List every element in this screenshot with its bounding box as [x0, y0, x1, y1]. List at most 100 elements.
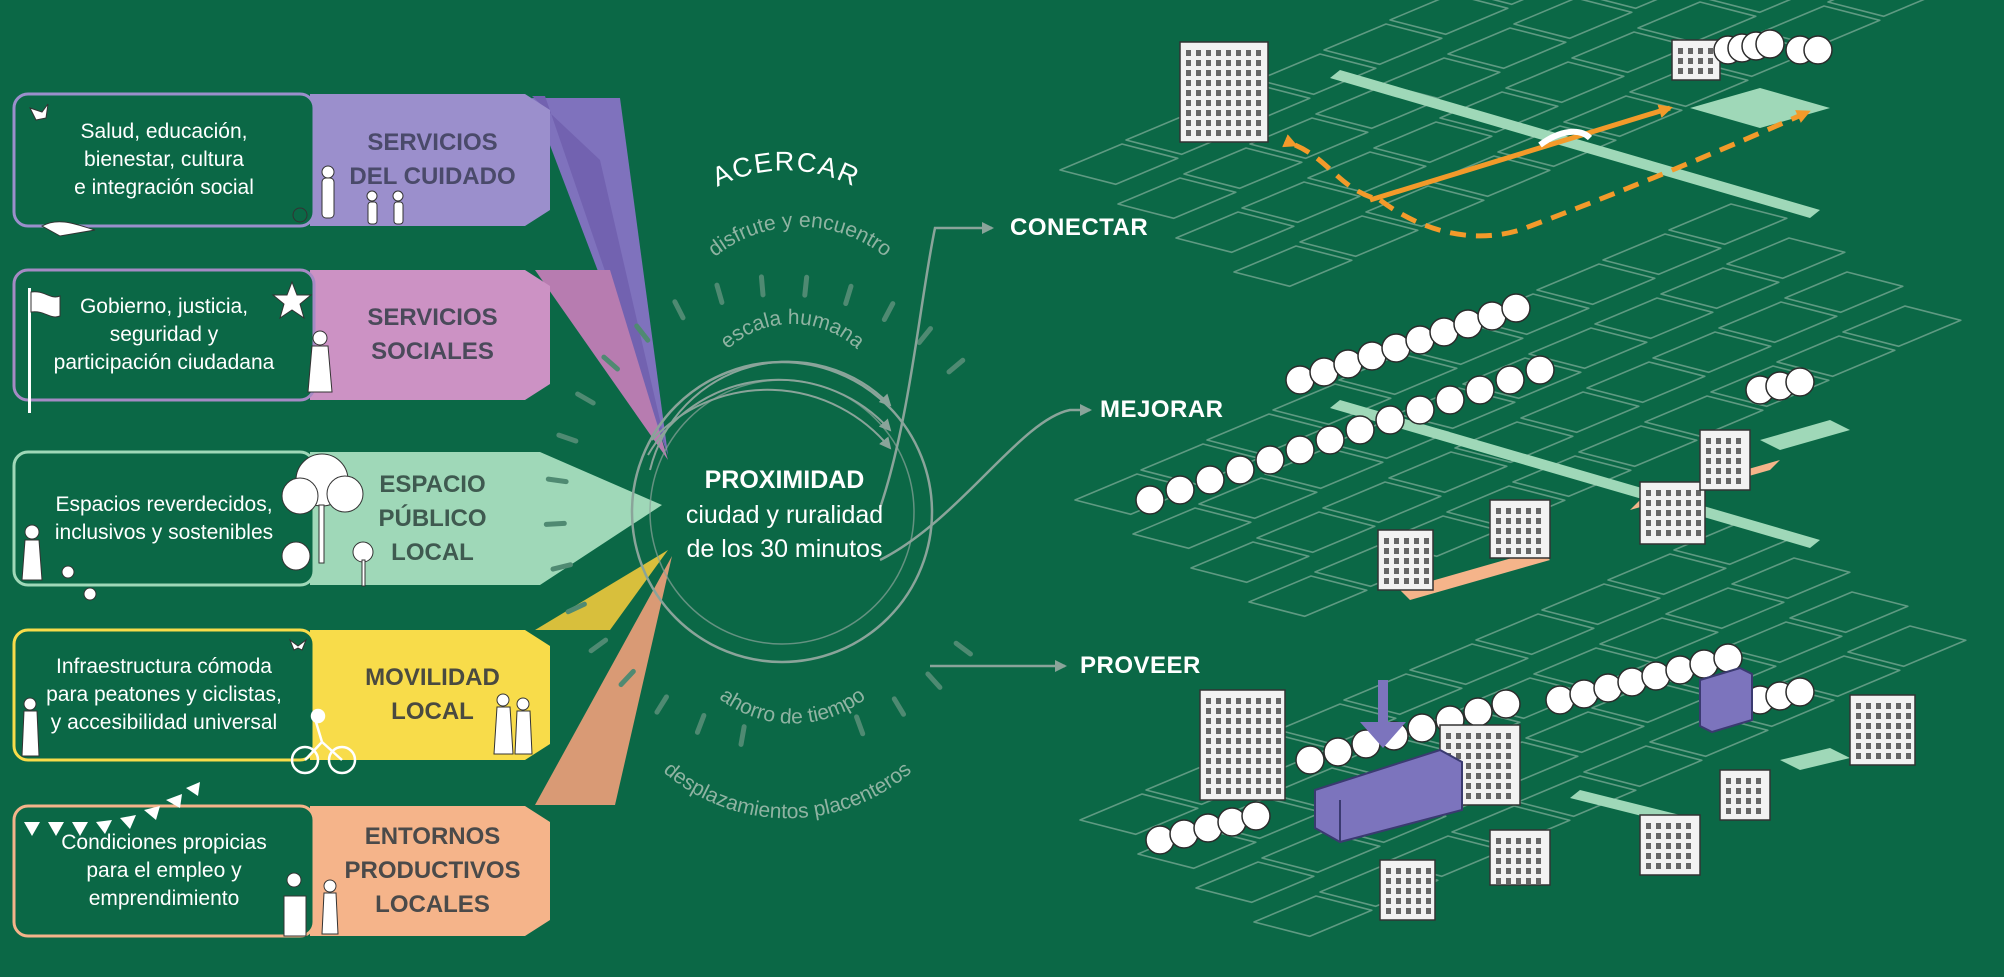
- city-block: [1373, 121, 1493, 164]
- city-block: [1789, 591, 1909, 634]
- tree: [1225, 455, 1255, 485]
- city-block: [1594, 297, 1714, 340]
- city-block: [1233, 245, 1353, 288]
- card-description-espacio: Espacios reverdecidos, inclusivos y sost…: [54, 492, 274, 544]
- city-block: [1847, 625, 1967, 668]
- city-block: [1536, 263, 1656, 306]
- card-productivos: [12, 804, 550, 938]
- card-espacio: [12, 450, 662, 587]
- city-block: [1319, 865, 1439, 908]
- acercar-label: ACERCAR: [708, 146, 865, 192]
- hub-tick: [843, 283, 854, 307]
- hub-tick: [802, 274, 810, 298]
- city-block: [1784, 271, 1904, 314]
- city-block: [1520, 391, 1640, 434]
- city-block: [1513, 0, 1633, 40]
- hub-tick: [618, 668, 636, 688]
- city-block: [1827, 0, 1925, 18]
- city-block: [1708, 0, 1792, 14]
- building: [1489, 829, 1551, 886]
- tree: [1295, 745, 1325, 775]
- card-title-cuidado: SERVICIOS DEL CUIDADO: [349, 129, 516, 190]
- hub-tick: [672, 299, 686, 321]
- city-block: [1190, 541, 1310, 584]
- plaza: [1400, 550, 1550, 600]
- city-block: [1248, 575, 1368, 618]
- city-block: [1175, 211, 1295, 254]
- hub-tick: [654, 694, 669, 715]
- city-block: [1649, 715, 1769, 758]
- city-block: [1307, 151, 1427, 194]
- city-block: [1117, 177, 1237, 220]
- tree: [1405, 395, 1435, 425]
- couple-icon: [493, 693, 533, 755]
- plaza: [1690, 88, 1830, 128]
- plaza: [1760, 420, 1850, 450]
- city-block: [1491, 0, 1525, 6]
- city-block: [1454, 421, 1574, 464]
- route-conectar: [1282, 104, 1811, 239]
- hub-tick: [694, 713, 707, 735]
- city-block: [1132, 507, 1252, 550]
- hub-tick: [953, 640, 973, 657]
- tree: [1525, 355, 1555, 385]
- city-block: [1256, 511, 1376, 554]
- city-block: [1586, 361, 1706, 404]
- family-icon: [292, 165, 404, 225]
- city-block: [1665, 587, 1785, 630]
- building: [1719, 769, 1771, 821]
- reader-icon: [40, 221, 96, 237]
- city-block: [1195, 861, 1315, 904]
- action-conectar: CONECTAR: [1010, 214, 1149, 241]
- elder-icon: [21, 697, 40, 757]
- person-icon: [307, 330, 333, 393]
- action-mejorar: MEJORAR: [1100, 396, 1224, 423]
- hub-tick: [891, 696, 907, 717]
- city-block: [1388, 451, 1508, 494]
- building: [1377, 529, 1434, 591]
- city-block: [1183, 147, 1303, 190]
- hub-tick: [758, 274, 766, 298]
- city-block: [1439, 91, 1559, 134]
- tree: [1345, 415, 1375, 445]
- city-block: [1322, 481, 1442, 524]
- tree: [1135, 485, 1165, 515]
- card-title-productivos: ENTORNOS PRODUCTIVOS LOCALES: [344, 823, 521, 918]
- city-block: [1409, 643, 1529, 686]
- hub-tick: [588, 637, 609, 654]
- city-block: [1726, 237, 1846, 280]
- building: [1489, 499, 1551, 559]
- tree: [1435, 385, 1465, 415]
- card-description-productivos: Condiciones propicias para el empleo y e…: [61, 831, 267, 910]
- tree: [1785, 367, 1815, 397]
- arc-label-ahorro: ahorro de tiempo: [716, 684, 870, 729]
- city-block: [1323, 23, 1443, 66]
- hub-tick: [556, 432, 579, 444]
- card-description-cuidado: Salud, educación, bienestar, cultura e i…: [74, 120, 254, 199]
- tree: [1195, 465, 1225, 495]
- city-block: [1644, 395, 1764, 438]
- city-block: [1718, 301, 1838, 344]
- hub-tick: [601, 354, 620, 372]
- tree: [1315, 425, 1345, 455]
- city-block: [1602, 233, 1722, 276]
- tree: [1501, 293, 1531, 323]
- city-block: [1660, 267, 1780, 310]
- hub-tick: [634, 323, 651, 343]
- city-block: [1253, 895, 1373, 938]
- hub-tick: [575, 391, 596, 406]
- tree: [1255, 445, 1285, 475]
- city-block: [1710, 365, 1830, 408]
- city-block: [1723, 621, 1843, 664]
- city-block: [1241, 181, 1361, 224]
- cyclist-icon: [290, 708, 357, 775]
- proximity-hub: [543, 274, 973, 747]
- tree-icon: [281, 453, 364, 564]
- building: [1639, 481, 1706, 545]
- tree: [1165, 475, 1195, 505]
- city-block: [1652, 331, 1772, 374]
- city-block: [1299, 215, 1419, 258]
- building: [1379, 859, 1436, 921]
- city-block: [1599, 617, 1719, 660]
